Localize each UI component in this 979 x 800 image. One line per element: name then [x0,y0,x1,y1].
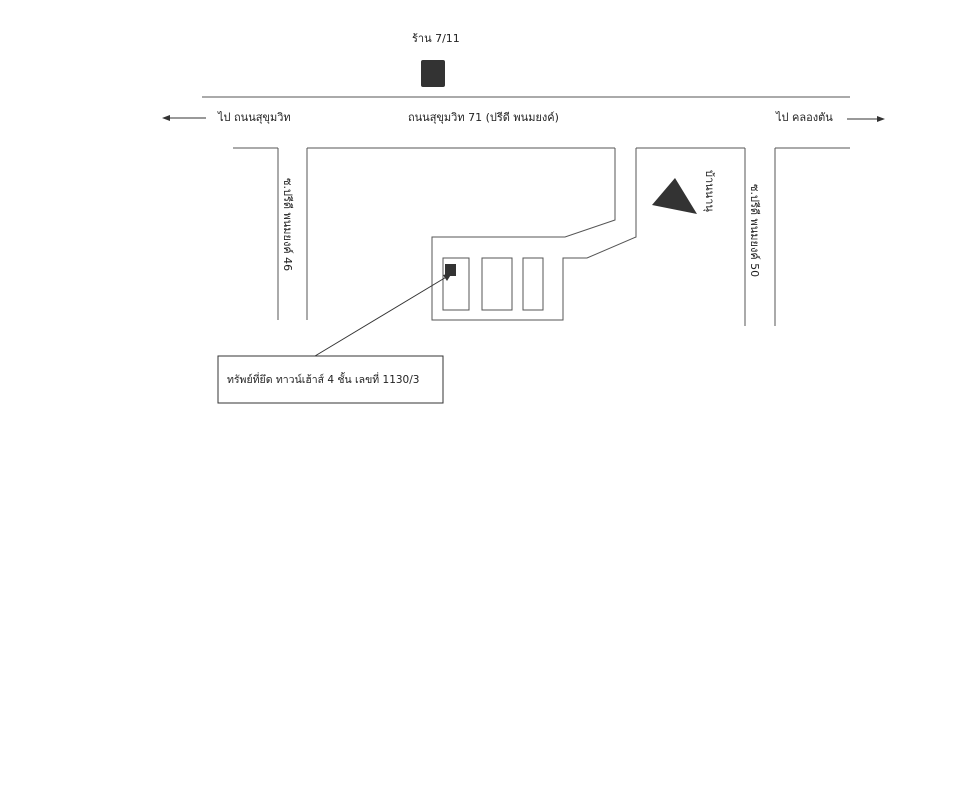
triangle-marker-icon [652,178,697,214]
arrow-right-icon [847,116,885,122]
property-callout-text: ทรัพย์ที่ยึด ทาวน์เฮ้าส์ 4 ชั้น เลขที่ 1… [227,372,419,386]
leader-arrowhead [443,273,452,281]
soi-50-label: ซ.ปรีดี พนมยงค์ 50 [748,184,761,277]
direction-to-khlongtan: ไป คลองตัน [775,111,833,124]
soi-46-label: ซ.ปรีดี พนมยงค์ 46 [281,178,294,271]
temple-label: บ้านนานุ [703,170,716,212]
property-callout-box [217,355,444,404]
townhouse-unit-3 [522,257,544,311]
callout-leader-line [314,275,449,357]
arrow-left-icon [162,115,206,121]
townhouse-unit-1 [442,257,470,311]
store-square-icon [421,60,445,87]
access-lane-left-edge [431,148,637,321]
direction-to-sukhumvit: ไป ถนนสุขุมวิท [217,111,291,124]
townhouse-unit-2 [481,257,513,311]
store-label: ร้าน 7/11 [412,32,460,45]
main-road-label: ถนนสุขุมวิท 71 (ปรีดี พนมยงค์) [408,111,559,124]
property-square-icon [445,264,456,276]
